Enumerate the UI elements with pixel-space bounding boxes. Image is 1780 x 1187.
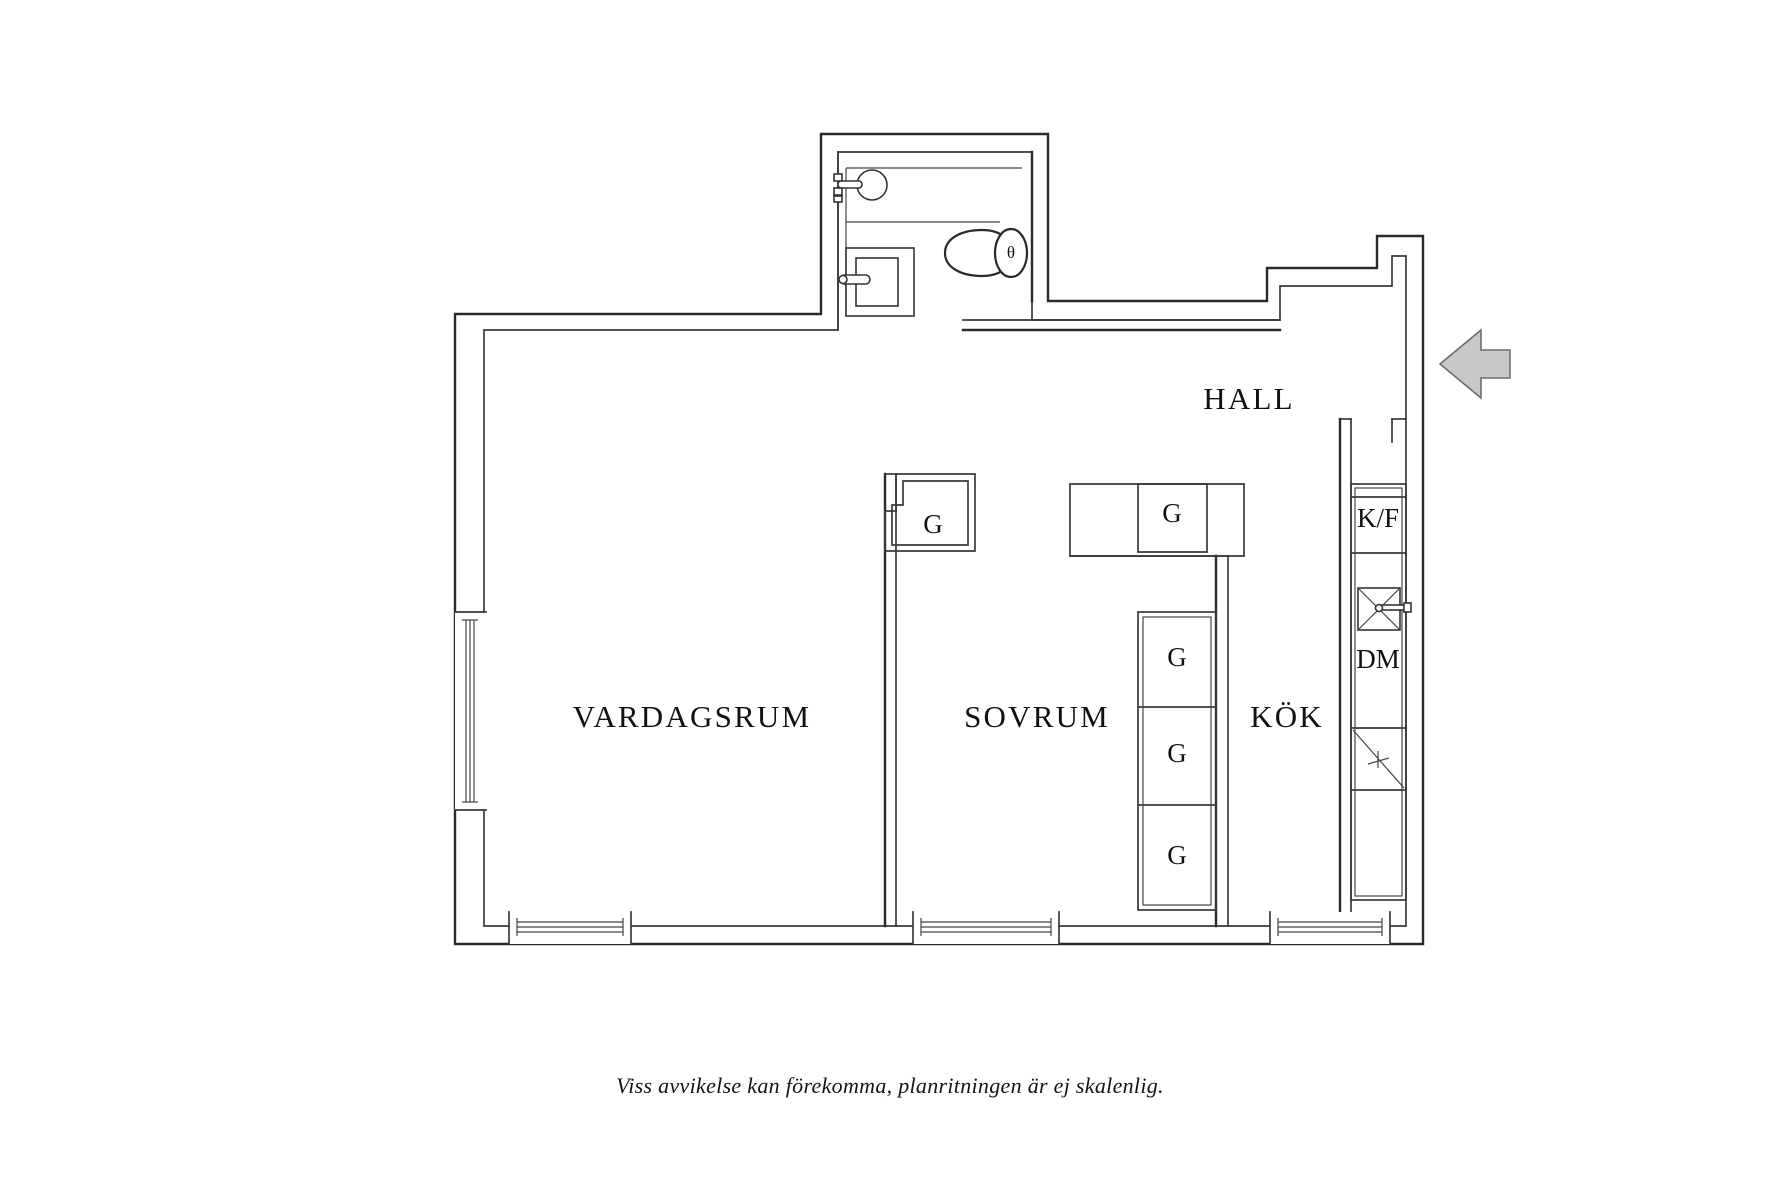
entrance-arrow bbox=[1438, 328, 1511, 400]
closet-column-g2-label: G bbox=[1167, 738, 1187, 768]
room-label-hall: HALL bbox=[1203, 381, 1294, 416]
room-label-sovrum: SOVRUM bbox=[964, 699, 1110, 734]
closet-sovrum-top-left-box bbox=[884, 473, 976, 552]
disclaimer-caption: Viss avvikelse kan förekomma, planritnin… bbox=[616, 1073, 1164, 1098]
partition-sovrum-kok bbox=[1214, 554, 1229, 928]
window-left-wall bbox=[454, 611, 487, 811]
exterior-wall-outer bbox=[453, 132, 1425, 946]
fridge-freezer-label: K/F bbox=[1357, 503, 1399, 533]
hall-entry-notch bbox=[1391, 418, 1407, 443]
washing-machine-fixture bbox=[838, 247, 915, 317]
closet-sovrum-top-right-label: G bbox=[1162, 498, 1182, 528]
window-sovrum-south bbox=[912, 911, 1060, 945]
kitchen-sink-fixture bbox=[1352, 729, 1405, 789]
sink-fixture bbox=[833, 169, 888, 203]
room-label-kok: KÖK bbox=[1250, 699, 1324, 734]
dishwasher-label: DM bbox=[1356, 644, 1400, 674]
partition-vardagsrum-sovrum bbox=[883, 472, 897, 928]
window-kok-south bbox=[1269, 911, 1391, 945]
closet-sovrum-top-right-box bbox=[1069, 483, 1245, 557]
closet-column-g1-label: G bbox=[1167, 642, 1187, 672]
kitchen-cabinet-run bbox=[1350, 483, 1407, 901]
closet-column-sovrum bbox=[1137, 611, 1217, 911]
closet-column-g3-label: G bbox=[1167, 840, 1187, 870]
closet-sovrum-top-left-label: G bbox=[923, 509, 943, 539]
room-label-vardagsrum: VARDAGSRUM bbox=[573, 699, 812, 734]
partition-kok-hall bbox=[1338, 417, 1352, 928]
toilet-fixture: θ bbox=[943, 227, 1029, 279]
stove-hob-fixture bbox=[1357, 587, 1412, 631]
window-vardagsrum-south bbox=[508, 911, 632, 945]
toilet-glyph-label: θ bbox=[1007, 243, 1015, 262]
